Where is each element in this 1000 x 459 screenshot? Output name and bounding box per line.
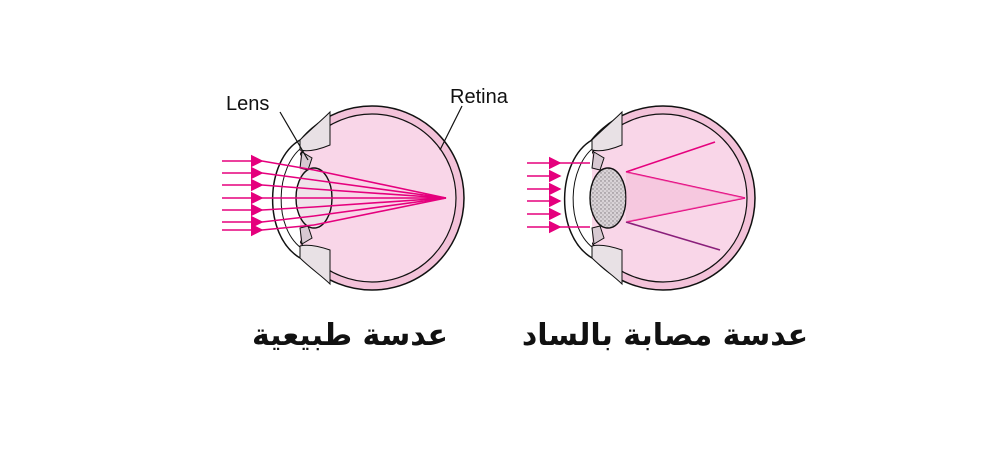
cataract-lens: [589, 167, 627, 229]
scattered-light-area: [626, 172, 745, 222]
cataract-ciliary-bottom: [591, 244, 623, 286]
retina-pointer: [439, 105, 463, 151]
cataract-eye: [527, 105, 756, 291]
cataract-eye-cornea: [563, 139, 593, 259]
retina-label: Retina: [450, 86, 509, 108]
normal-ciliary-bottom: [299, 244, 331, 286]
normal-ciliary-top: [299, 110, 331, 152]
normal-light-rays: [222, 154, 447, 237]
normal-lens-caption: عدسة طبيعية: [251, 318, 449, 353]
normal-eye: Lens Retina: [222, 86, 509, 291]
cataract-lens-caption: عدسة مصابة بالساد: [521, 318, 809, 353]
cataract-light-rays: [527, 141, 746, 251]
cataract-ciliary-top: [591, 110, 623, 152]
lens-label: Lens: [226, 93, 269, 115]
lens-pointer: [279, 111, 309, 161]
